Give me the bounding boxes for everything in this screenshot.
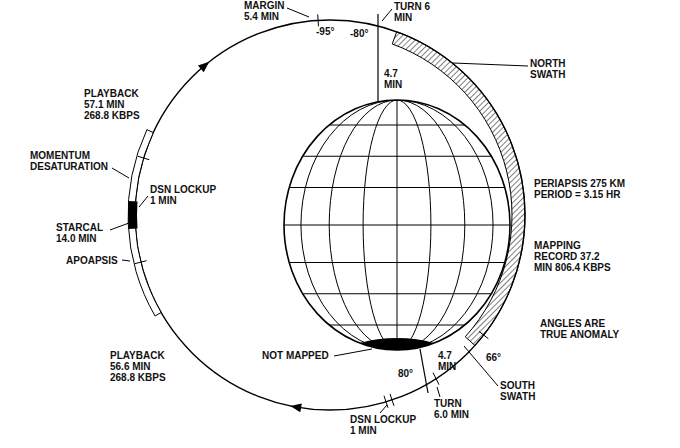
globe-outline — [284, 100, 510, 350]
diagram-label: DSN LOCKUP 1 MIN — [150, 184, 216, 206]
diagram-label: -95° — [316, 26, 346, 37]
diagram-label: NORTH SWATH — [530, 58, 580, 80]
diagram-label: MAPPING RECORD 37.2 MIN 806.4 KBPS — [534, 240, 614, 273]
leader-line — [287, 8, 309, 17]
diagram-label: APOAPSIS — [66, 255, 122, 266]
orbit-tick — [479, 331, 488, 338]
diagram-label: NOT MAPPED — [262, 350, 332, 361]
diagram-label: 66° — [486, 352, 516, 363]
diagram-label: TURN 6.0 MIN — [434, 398, 478, 420]
diagram-label: 4.7 MIN — [438, 350, 462, 372]
leader-line — [437, 387, 440, 397]
diagram-label: DSN LOCKUP 1 MIN — [350, 414, 416, 436]
diagram-label: SOUTH SWATH — [500, 380, 550, 402]
diagram-label: ANGLES ARE TRUE ANOMALY — [540, 318, 624, 340]
orbit-tick — [433, 373, 439, 385]
leader-line — [139, 196, 148, 207]
diagram-label: STARCAL 14.0 MIN — [56, 222, 112, 244]
orbit-tick — [317, 14, 319, 26]
diagram-label: MOMENTUM DESATURATION — [30, 150, 112, 172]
meridian-line — [301, 100, 493, 350]
leader-line — [382, 9, 392, 21]
starcal-bar — [128, 201, 137, 229]
diagram-label: TURN 6 MIN — [394, 1, 438, 23]
leader-line — [122, 260, 130, 261]
diagram-label: 80° — [398, 368, 420, 379]
direction-arrow — [198, 58, 212, 72]
diagram-label: PLAYBACK 56.6 MIN 268.8 KBPS — [110, 350, 178, 383]
diagram-label: PERIAPSIS 275 KM PERIOD = 3.15 HR — [534, 178, 646, 200]
meridian-line — [363, 100, 431, 350]
mapping-swath — [392, 32, 525, 346]
orbit-tick — [135, 261, 147, 264]
meridian-line — [397, 100, 398, 350]
angle-line — [377, 14, 378, 102]
diagram-label: -80° — [350, 28, 380, 39]
orbit-tick — [138, 156, 149, 160]
meridian-line — [329, 100, 465, 350]
leader-line — [112, 168, 129, 178]
leader-line — [334, 349, 372, 356]
leader-line — [110, 223, 129, 230]
leader-line — [380, 405, 387, 413]
direction-arrow — [289, 402, 301, 413]
leader-line — [453, 63, 528, 66]
diagram-label: MARGIN 5.4 MIN — [244, 0, 300, 22]
angle-line — [420, 349, 428, 393]
diagram-label: 4.7 MIN — [384, 68, 408, 90]
apoapsis-strip — [128, 130, 161, 316]
diagram-label: PLAYBACK 57.1 MIN 268.8 KBPS — [84, 88, 150, 121]
orbit-tick — [390, 394, 394, 406]
orbit-path — [135, 20, 525, 410]
